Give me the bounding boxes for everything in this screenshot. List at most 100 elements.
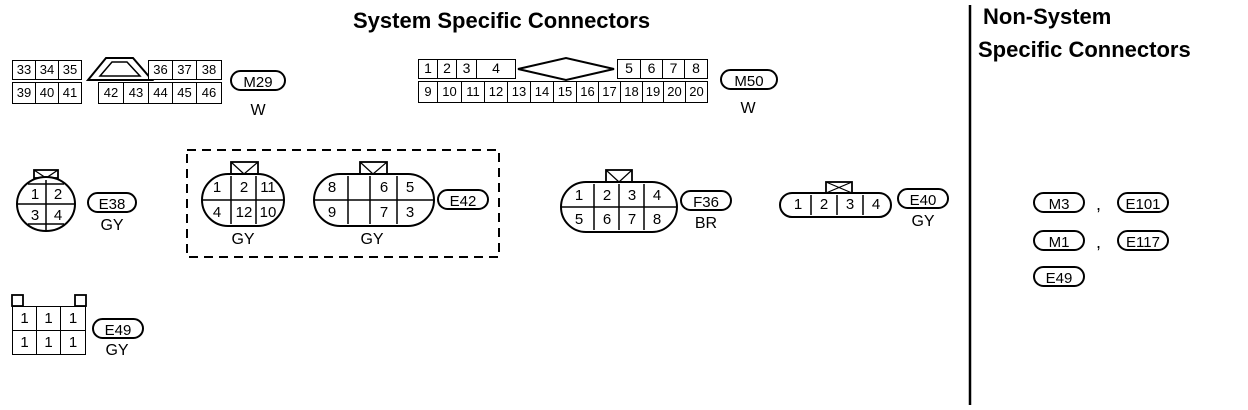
e42b-pin: 3 bbox=[405, 204, 415, 221]
e40-pin: 1 bbox=[793, 196, 803, 213]
m29-pin: 40 bbox=[35, 82, 59, 104]
m29-pin: 42 bbox=[98, 82, 124, 104]
separator: , bbox=[1096, 194, 1102, 214]
m50-pin: 6 bbox=[640, 59, 663, 79]
e40-label: E40 bbox=[897, 188, 949, 209]
e117-label: E117 bbox=[1117, 230, 1169, 251]
system-specific-heading: System Specific Connectors bbox=[353, 8, 651, 33]
e42b-color: GY bbox=[360, 231, 384, 248]
m29-pin: 45 bbox=[172, 82, 197, 104]
e40-pin: 2 bbox=[819, 196, 829, 213]
e49-pin: 1 bbox=[60, 306, 86, 331]
m29-label: M29 bbox=[230, 70, 286, 91]
m50-pin: 3 bbox=[456, 59, 477, 79]
e40-pin: 4 bbox=[871, 196, 881, 213]
m50-pin: 17 bbox=[598, 81, 621, 103]
separator: , bbox=[1096, 232, 1102, 252]
e42a-connector-body bbox=[201, 161, 285, 227]
m50-pin: 18 bbox=[620, 81, 643, 103]
e42a-pin: 10 bbox=[259, 204, 277, 221]
f36-pin: 1 bbox=[574, 187, 584, 204]
e49-pin: 1 bbox=[36, 330, 61, 355]
m50-key bbox=[517, 56, 615, 82]
m50-pin: 20 bbox=[685, 81, 708, 103]
m50-pin: 15 bbox=[553, 81, 577, 103]
e101-label: E101 bbox=[1117, 192, 1169, 213]
e42-dashed-group bbox=[186, 149, 500, 258]
m29-pin: 35 bbox=[58, 60, 82, 80]
e42b-pin: 7 bbox=[379, 204, 389, 221]
e42a-pin: 4 bbox=[212, 204, 222, 221]
f36-pin: 5 bbox=[574, 211, 584, 228]
non-system-heading-line2: Specific Connectors bbox=[978, 37, 1191, 62]
e42-label: E42 bbox=[437, 189, 489, 210]
e38-pin: 1 bbox=[30, 186, 40, 203]
e42a-pin: 12 bbox=[235, 204, 253, 221]
m50-pin: 11 bbox=[461, 81, 485, 103]
f36-pin: 3 bbox=[627, 187, 637, 204]
f36-pin: 4 bbox=[652, 187, 662, 204]
m50-pin: 12 bbox=[484, 81, 508, 103]
m50-pin: 2 bbox=[437, 59, 457, 79]
m50-label: M50 bbox=[720, 69, 778, 90]
e42b-pin: 5 bbox=[405, 179, 415, 196]
m50-pin: 7 bbox=[662, 59, 685, 79]
e42b-pin: 9 bbox=[327, 204, 337, 221]
e42a-color: GY bbox=[231, 231, 255, 248]
m50-pin: 10 bbox=[437, 81, 462, 103]
e38-pin: 2 bbox=[53, 186, 63, 203]
f36-connector-body bbox=[560, 169, 678, 233]
e42a-pin: 1 bbox=[212, 179, 222, 196]
m50-pin: 20 bbox=[663, 81, 686, 103]
m29-pin: 34 bbox=[35, 60, 59, 80]
m29-pin: 43 bbox=[123, 82, 149, 104]
e49-pin: 1 bbox=[12, 330, 37, 355]
m29-pin: 39 bbox=[12, 82, 36, 104]
m29-pin: 46 bbox=[196, 82, 222, 104]
f36-pin: 6 bbox=[602, 211, 612, 228]
m50-pin: 8 bbox=[684, 59, 708, 79]
e49-pin: 1 bbox=[60, 330, 86, 355]
f36-color: BR bbox=[694, 215, 718, 232]
f36-pin: 7 bbox=[627, 211, 637, 228]
m29-key-inner bbox=[98, 61, 142, 77]
m50-pin: 5 bbox=[617, 59, 641, 79]
e42b-pin: 8 bbox=[327, 179, 337, 196]
m29-pin: 33 bbox=[12, 60, 36, 80]
m50-pin: 19 bbox=[642, 81, 664, 103]
m1-label: M1 bbox=[1033, 230, 1085, 251]
m50-pin: 4 bbox=[476, 59, 516, 79]
m29-key bbox=[85, 57, 155, 81]
e49-pin: 1 bbox=[36, 306, 61, 331]
m50-pin: 1 bbox=[418, 59, 438, 79]
m29-pin: 44 bbox=[148, 82, 173, 104]
m50-color: W bbox=[740, 100, 756, 117]
e49-pin: 1 bbox=[12, 306, 37, 331]
e42b-connector-body bbox=[313, 161, 435, 227]
e38-pin: 4 bbox=[53, 207, 63, 224]
e38-color: GY bbox=[100, 217, 124, 234]
e38-label: E38 bbox=[87, 192, 137, 213]
e49-color: GY bbox=[105, 342, 129, 359]
m50-pin: 9 bbox=[418, 81, 438, 103]
e40-connector-body bbox=[779, 181, 892, 218]
e42a-pin: 11 bbox=[260, 179, 276, 196]
e49-ns-label: E49 bbox=[1033, 266, 1085, 287]
e42a-pin: 2 bbox=[239, 179, 249, 196]
e38-connector-body bbox=[16, 169, 76, 232]
e40-color: GY bbox=[911, 213, 935, 230]
m29-pin: 37 bbox=[172, 60, 197, 80]
e49-tab-right bbox=[74, 294, 87, 307]
non-system-heading-line1: Non-System bbox=[983, 4, 1112, 29]
f36-pin: 8 bbox=[652, 211, 662, 228]
e38-pin: 3 bbox=[30, 207, 40, 224]
m50-pin: 13 bbox=[507, 81, 531, 103]
f36-pin: 2 bbox=[602, 187, 612, 204]
m50-pin: 16 bbox=[576, 81, 599, 103]
m50-pin: 14 bbox=[530, 81, 554, 103]
m29-pin: 41 bbox=[58, 82, 82, 104]
m3-label: M3 bbox=[1033, 192, 1085, 213]
e40-pin: 3 bbox=[845, 196, 855, 213]
m29-pin: 38 bbox=[196, 60, 222, 80]
